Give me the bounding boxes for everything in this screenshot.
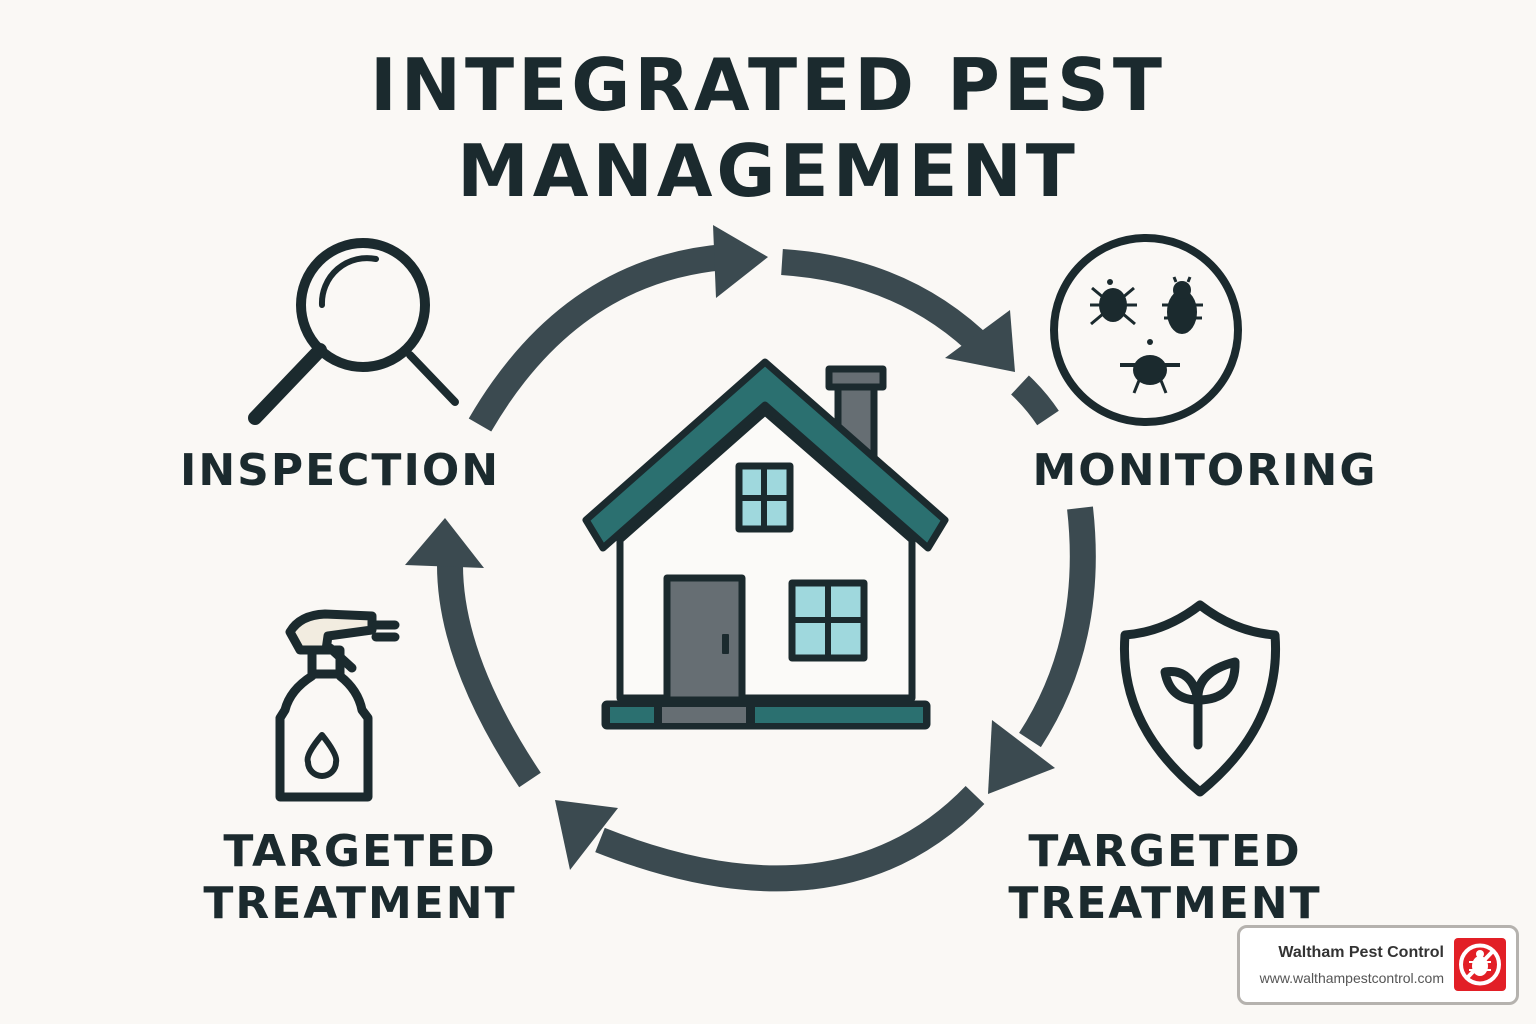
arrow-monitoring-segment [1011, 375, 1059, 426]
treatment-right-line-2: TREATMENT [1008, 878, 1322, 929]
treatment-left-line-2: TREATMENT [203, 878, 517, 929]
no-bug-logo-icon [1454, 938, 1506, 991]
treatment-right-line-1: TARGETED [1028, 826, 1302, 877]
brand-url[interactable]: www.walthampestcontrol.com [1259, 970, 1444, 986]
beetle-icon [1162, 276, 1203, 334]
title-line-2: MANAGEMENT [457, 129, 1079, 213]
pests-circle-icon [1050, 234, 1242, 426]
stage-label-inspection: INSPECTION [179, 445, 501, 496]
brand-name: Waltham Pest Control [1278, 944, 1444, 961]
bug-icon [1090, 279, 1137, 326]
house-icon [582, 358, 949, 730]
arrow-monitoring-to-treatment [988, 506, 1096, 794]
cycle-arrows [405, 225, 1096, 892]
arrow-spray-to-inspection [405, 518, 541, 788]
arrow-top-to-monitoring [781, 249, 1015, 372]
arrow-treatment-to-spray [555, 785, 985, 892]
shield-leaf-icon [1119, 600, 1281, 797]
spray-bottle-icon [275, 609, 400, 802]
page-title: INTEGRATED PEST MANAGEMENT [0, 42, 1536, 214]
tick-icon [1120, 339, 1180, 394]
stage-label-treatment-right: TARGETED TREATMENT [990, 826, 1340, 930]
treatment-left-line-1: TARGETED [223, 826, 497, 877]
magnifying-glass-icon [248, 238, 459, 425]
stage-label-treatment-left: TARGETED TREATMENT [185, 826, 535, 930]
arrow-inspection-to-top [468, 225, 768, 432]
title-line-1: INTEGRATED PEST [369, 43, 1167, 127]
brand-badge[interactable]: Waltham Pest Control www.walthampestcont… [1237, 925, 1519, 1005]
stage-label-monitoring: MONITORING [1032, 445, 1378, 496]
